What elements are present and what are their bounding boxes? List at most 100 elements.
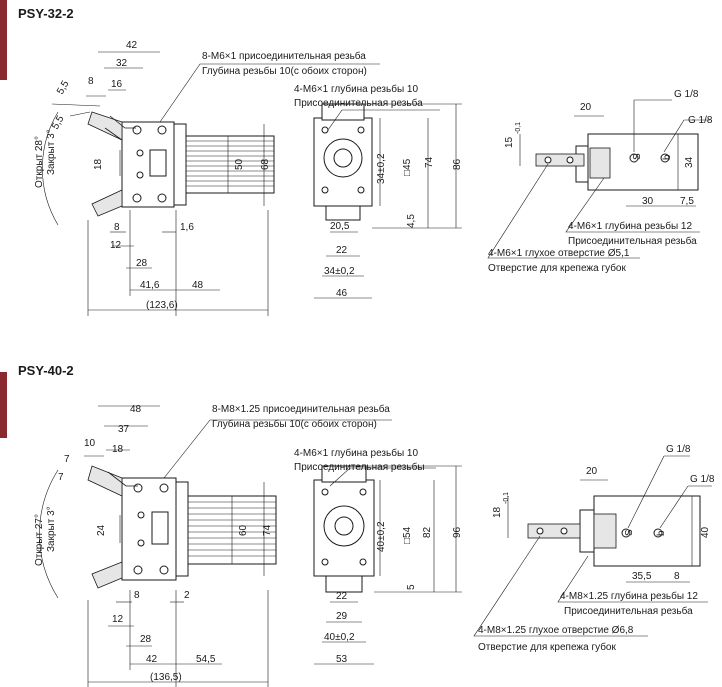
dim-74-40: 74 [262, 524, 273, 536]
dim-18: 18 [93, 158, 104, 170]
g-port-1-40: G 1/8 [666, 444, 691, 455]
dim-40-tol-bottom: 40±0,2 [324, 632, 355, 643]
dim-20: 20 [580, 102, 592, 113]
psy40-side-note-thread: 8-M8×1.25 присоединительная резьба [212, 403, 390, 415]
dim-12-40: 12 [112, 614, 124, 625]
section-title-psy-40-2: PSY-40-2 [18, 363, 74, 378]
psy32-jaw-note-thread: 4-M6×1 глубина резьбы 12 [568, 220, 692, 232]
dim-sq-54: □54 [402, 526, 413, 544]
dim-15: 15 [504, 136, 515, 148]
dim-41-6: 41,6 [140, 280, 160, 291]
dim-136-5: (136,5) [150, 672, 182, 683]
dim-60: 60 [238, 524, 249, 536]
psy40-front-note-thread: 4-M6×1 глубина резьбы 10 [294, 447, 418, 459]
dim-32: 32 [116, 58, 128, 69]
dim-123-6: (123,6) [146, 300, 178, 311]
psy32-front-view [313, 103, 462, 299]
psy32-jaw-view [487, 99, 710, 259]
dim-42: 42 [126, 40, 138, 51]
psy40-front-note-type: Присоединительная резьбы [294, 461, 425, 473]
dim-4-5: 4,5 [406, 214, 417, 228]
dim-5-5-top: 5,5 [55, 79, 72, 97]
section-marker-bar-1 [0, 0, 7, 80]
dim-8: 8 [88, 76, 94, 87]
port-s: S [632, 153, 643, 160]
dim-18-top: 18 [112, 444, 124, 455]
psy32-front-note-thread: 4-M6×1 глубина резьбы 10 [294, 83, 418, 95]
dim-8-bottom: 8 [114, 222, 120, 233]
dim-12: 12 [110, 240, 122, 251]
psy40-jaw-note-thread: 4-M8×1.25 глубина резьбы 12 [560, 590, 698, 602]
dim-30: 30 [642, 196, 654, 207]
dim-34-tol: 34±0,2 [376, 153, 387, 184]
dim-42-40: 42 [146, 654, 158, 665]
dim-20-40: 20 [586, 466, 598, 477]
psy40-side-view [39, 405, 392, 687]
psy32-front-note-type: Присоединительная резьба [294, 97, 423, 109]
port-s-40: S [624, 529, 635, 536]
g-port-2-40: G 1/8 [690, 474, 715, 485]
dim-8-bottom-40: 8 [134, 590, 140, 601]
angle-open-label: Открыт 28° [34, 136, 45, 188]
dim-24: 24 [96, 524, 107, 536]
dim-96: 96 [452, 526, 463, 538]
dim-22-40: 22 [336, 591, 348, 602]
dim-48-top: 48 [130, 404, 142, 415]
psy40-jaw-note-type: Присоединительная резьба [564, 605, 693, 617]
dim-16: 16 [111, 79, 123, 90]
section-title-psy-32-2: PSY-32-2 [18, 6, 74, 21]
dim-35-5: 35,5 [632, 571, 652, 582]
dim-18-jaw: 18 [492, 506, 503, 518]
psy32-side-view [42, 51, 380, 316]
dim-40-tol: 40±0,2 [376, 521, 387, 552]
dim-34-jaw: 34 [684, 156, 695, 168]
dim-28: 28 [136, 258, 148, 269]
dim-5: 5 [406, 584, 417, 590]
dim-53: 53 [336, 654, 348, 665]
angle-closed-label-40: Закрыт 3° [46, 506, 57, 552]
port-b: b [662, 154, 673, 160]
dim-48: 48 [192, 280, 204, 291]
psy40-front-view [313, 465, 462, 665]
g-port-2: G 1/8 [688, 115, 713, 126]
dim-46: 46 [336, 288, 348, 299]
dim-18-tolerance: -0,1 [503, 492, 510, 504]
dim-20-5: 20,5 [330, 221, 350, 232]
angle-open-label-40: Открыт 27° [34, 514, 45, 566]
dim-22: 22 [336, 245, 348, 256]
dim-40-jaw: 40 [700, 526, 711, 538]
dim-7-5: 7,5 [680, 196, 694, 207]
dim-28-40: 28 [140, 634, 152, 645]
dim-34-tol-bottom: 34±0,2 [324, 266, 355, 277]
psy32-side-note-depth: Глубина резьбы 10(с обоих сторон) [202, 65, 367, 77]
g-port-1: G 1/8 [674, 89, 699, 100]
dim-7-left: 7 [58, 472, 64, 483]
psy32-jaw-note-type: Присоединительная резьба [568, 235, 697, 247]
dim-15-tolerance: -0,1 [515, 122, 522, 134]
psy32-jaw-note-hole: 4-M6×1 глухое отверстие Ø5,1 [488, 248, 630, 259]
dim-68: 68 [260, 158, 271, 170]
dim-74: 74 [424, 156, 435, 168]
psy40-jaw-note-purpose: Отверстие для крепежа губок [478, 641, 616, 653]
dim-2: 2 [184, 590, 190, 601]
psy32-side-note-thread: 8-M6×1 присоединительная резьба [202, 50, 366, 62]
angle-closed-label: Закрыт 3° [46, 129, 57, 175]
dim-29: 29 [336, 611, 348, 622]
section-marker-bar-2 [0, 372, 7, 438]
dim-50: 50 [234, 158, 245, 170]
dim-10: 10 [84, 438, 96, 449]
port-b-40: b [656, 530, 667, 536]
dim-sq-45: □45 [402, 158, 413, 176]
psy40-jaw-note-hole: 4-M8×1.25 глухое отверстие Ø6,8 [478, 625, 634, 636]
dim-82: 82 [422, 526, 433, 538]
dim-8-jaw: 8 [674, 571, 680, 582]
dim-7-top: 7 [64, 454, 70, 465]
psy40-side-note-depth: Глубина резьбы 10(с обоих сторон) [212, 418, 377, 430]
psy32-jaw-note-purpose: Отверстие для крепежа губок [488, 262, 626, 274]
psy40-jaw-view [473, 455, 712, 637]
dim-5-5-left: 5,5 [50, 114, 67, 132]
dim-1-6: 1,6 [180, 222, 194, 233]
dim-86: 86 [452, 158, 463, 170]
dim-54-5: 54,5 [196, 654, 216, 665]
